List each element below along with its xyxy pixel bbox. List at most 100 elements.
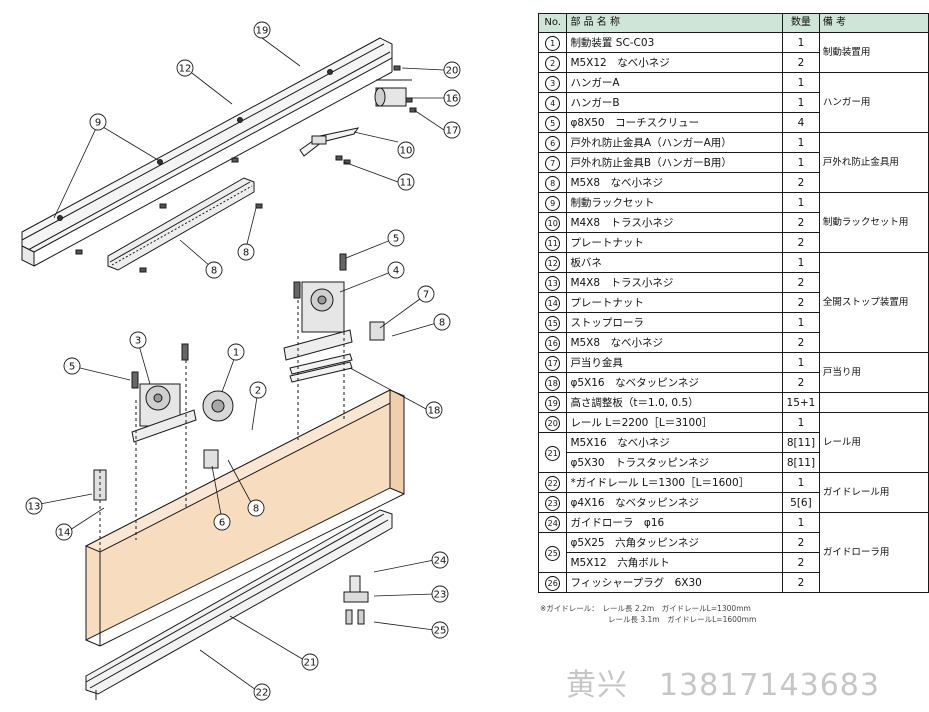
- part-number-cell: 7: [537, 152, 568, 173]
- header-part-name: 部 品 名 称: [566, 13, 783, 33]
- part-number: 25: [545, 545, 561, 561]
- anti-drop-fitting-a-part: [203, 449, 219, 469]
- svg-text:21: 21: [304, 658, 317, 669]
- svg-text:14: 14: [58, 528, 71, 539]
- callout-8-right: 8: [433, 313, 451, 331]
- callout-21: 20: [443, 61, 461, 79]
- svg-text:4: 4: [393, 266, 399, 277]
- exploded-assembly-diagram: 19 12 9 20 16 17 10 11 8 8 5 4 7 8 18 3 …: [21, 21, 461, 701]
- quantity-cell: 2: [782, 372, 820, 393]
- callout-5-left: 5: [63, 357, 81, 375]
- leader-lines: [39, 37, 445, 691]
- part-number-cell: 22: [537, 472, 568, 493]
- part-name-cell: *ガイドレール L＝1300［L＝1600］: [566, 472, 783, 493]
- part-name-cell: 板バネ: [566, 252, 783, 273]
- part-name-cell: φ5X25 六角タッピンネジ: [566, 532, 783, 553]
- callout-12: 10: [397, 141, 415, 159]
- svg-text:3: 3: [135, 336, 141, 347]
- callout-7: 7: [417, 285, 435, 303]
- callout-3: 3: [129, 331, 147, 349]
- quantity-cell: 1: [782, 312, 820, 333]
- svg-text:7: 7: [423, 290, 429, 301]
- table-header-row: No. 部 品 名 称 数量 備 考: [537, 13, 929, 33]
- footnote-line-1: ※ガイドレール： レール長 2.2m ガイドレールL=1300mm: [540, 604, 751, 613]
- part-number: 10: [545, 215, 561, 231]
- leaf-spring-part: [299, 127, 360, 157]
- part-name-cell: ハンガーB: [566, 92, 783, 113]
- svg-text:10: 10: [400, 146, 413, 157]
- svg-text:1: 1: [233, 348, 239, 359]
- part-number-cell: 21: [537, 432, 568, 473]
- svg-text:13: 13: [28, 502, 41, 513]
- svg-text:8: 8: [211, 266, 217, 277]
- svg-text:16: 16: [446, 94, 459, 105]
- callout-14: 12: [176, 59, 194, 77]
- quantity-cell: 1: [782, 472, 820, 493]
- footnote-line-2: レール長 3.1m ガイドレールL=1600mm: [608, 615, 757, 624]
- header-quantity: 数量: [782, 13, 820, 33]
- remarks-cell: 戸外れ防止金具用: [818, 132, 929, 193]
- part-number: 17: [545, 355, 561, 371]
- svg-text:2: 2: [255, 386, 261, 397]
- callout-6: 6: [213, 513, 231, 531]
- quantity-cell: 1: [782, 412, 820, 433]
- part-number-cell: 23: [537, 492, 568, 513]
- quantity-cell: 8[11]: [782, 432, 820, 453]
- part-name-cell: 戸当り金具: [566, 352, 783, 373]
- part-number: 6: [545, 135, 561, 151]
- callout-13: 11: [397, 173, 415, 191]
- quantity-cell: 1: [782, 32, 820, 53]
- part-number-cell: 18: [537, 372, 568, 393]
- part-number: 8: [545, 175, 561, 191]
- part-number: 20: [545, 415, 561, 431]
- quantity-cell: 2: [782, 552, 820, 573]
- header-no: No.: [537, 13, 568, 33]
- part-name-cell: プレートナット: [566, 292, 783, 313]
- part-name-cell: M5X16 なべ小ネジ: [566, 432, 783, 453]
- callout-24: 23: [431, 585, 449, 603]
- part-number-cell: 26: [537, 572, 568, 593]
- part-name-cell: φ5X30 トラスタッピンネジ: [566, 452, 783, 473]
- part-number: 18: [545, 375, 561, 391]
- stop-roller-part: [93, 469, 107, 560]
- quantity-cell: 2: [782, 532, 820, 553]
- quantity-cell: 1: [782, 352, 820, 373]
- part-number-cell: 17: [537, 352, 568, 373]
- part-number-cell: 10: [537, 212, 568, 233]
- part-number-cell: 6: [537, 132, 568, 153]
- part-number-cell: 11: [537, 232, 568, 253]
- part-number: 16: [545, 335, 561, 351]
- part-number: 15: [545, 315, 561, 331]
- quantity-cell: 1: [782, 72, 820, 93]
- svg-text:8: 8: [253, 504, 259, 515]
- callout-2: 2: [249, 381, 267, 399]
- coach-screws: [131, 253, 347, 389]
- quantity-cell: 4: [782, 112, 820, 133]
- callout-22: 21: [301, 653, 319, 671]
- hanger-a-part: [131, 360, 234, 540]
- hanger-b-part: [283, 281, 353, 440]
- door-panel: [84, 389, 406, 647]
- quantity-cell: 15+1: [782, 392, 820, 413]
- svg-text:22: 22: [256, 688, 269, 699]
- part-number-cell: 2: [537, 52, 568, 73]
- part-name-cell: M5X12 六角ボルト: [566, 552, 783, 573]
- part-number-cell: 25: [537, 532, 568, 573]
- part-number-cell: 8: [537, 172, 568, 193]
- part-number-cell: 1: [537, 32, 568, 53]
- part-name-cell: 戸外れ防止金具A（ハンガーA用）: [566, 132, 783, 153]
- part-name-cell: ガイドローラ φ16: [566, 512, 783, 533]
- quantity-cell: 2: [782, 272, 820, 293]
- remarks-cell: ハンガー用: [818, 72, 929, 133]
- quantity-cell: 2: [782, 212, 820, 233]
- callout-labels: 19 12 9 20 16 17 10 11 8 8 5 4 7 8 18 3 …: [25, 21, 461, 701]
